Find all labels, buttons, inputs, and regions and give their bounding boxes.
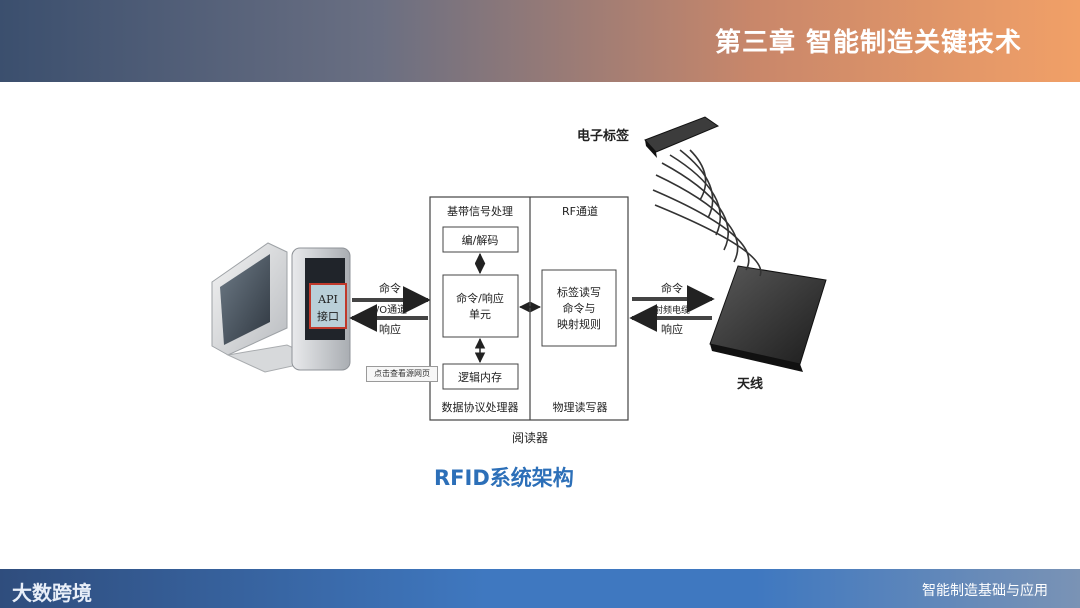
tag-rw-box [541,269,617,347]
right-channel-label: 射频电缆 [654,304,690,316]
codec-label: 编/解码 [462,233,499,247]
logic-memory-label: 逻辑内存 [458,370,502,384]
left-channel-label: I/O通道 [373,303,407,316]
chapter-title: 第三章 智能制造关键技术 [714,28,1022,58]
reader-label: 阅读器 [512,431,548,445]
radio-waves [652,149,762,277]
right-command-label: 命令 [661,281,683,295]
protocol-processor-label: 数据协议处理器 [442,400,519,414]
course-title: 智能制造基础与应用 [922,583,1048,599]
api-label-line2: 接口 [317,310,339,323]
footer-bar: 大数跨境 智能制造基础与应用 [0,569,1080,608]
brand-logo: 大数跨境 [12,581,92,605]
tag-label: 电子标签 [577,128,630,144]
logic-memory-box [442,363,519,390]
computer-image [211,242,351,373]
rf-title: RF通道 [562,204,598,218]
diagram-caption: RFID系统架构 [434,466,574,490]
antenna-image [709,265,827,372]
right-response-label: 响应 [661,322,683,336]
physical-rw-label: 物理读写器 [553,400,608,414]
api-label-line1: API [317,293,338,306]
tag-rw-line1: 标签读写 [557,285,601,299]
rfid-tag-image [644,116,720,158]
tag-rw-line3: 映射规则 [557,317,601,331]
command-unit-box [442,274,519,338]
antenna-label: 天线 [737,376,763,392]
view-source-tooltip[interactable]: 点击查看源网页 [366,366,438,382]
header-bar: 第三章 智能制造关键技术 [0,0,1080,82]
command-unit-line1: 命令/响应 [456,291,504,305]
tag-rw-line2: 命令与 [563,301,596,315]
baseband-title: 基带信号处理 [447,205,513,218]
left-response-label: 响应 [379,322,401,336]
codec-box [442,226,519,253]
command-unit-line2: 单元 [469,308,491,321]
left-command-label: 命令 [379,281,401,295]
